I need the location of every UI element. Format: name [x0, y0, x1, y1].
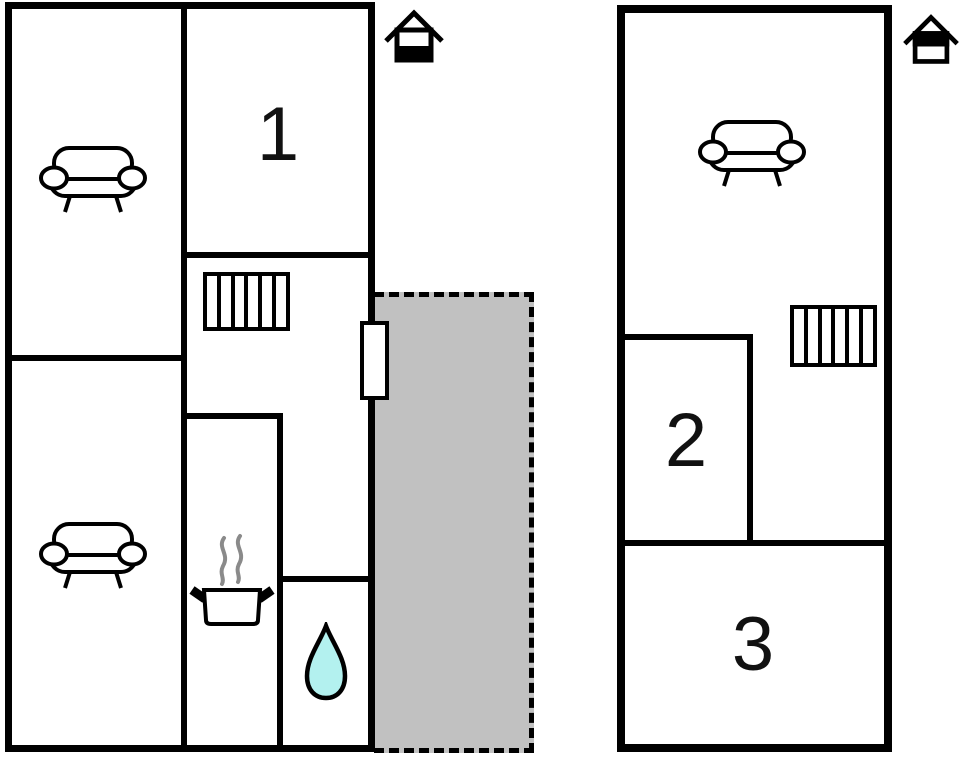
house-ground-floor-icon [383, 8, 445, 64]
radiator-cell [794, 309, 804, 363]
wall-kitchen-right [277, 413, 283, 752]
radiator-icon [203, 272, 290, 331]
radiator-cell [803, 309, 818, 363]
wall-room1-bottom [181, 252, 375, 258]
radiator-cell [859, 309, 873, 363]
radiator-cell [258, 276, 273, 327]
wall-left-rooms-divider [5, 355, 187, 361]
door-icon [360, 321, 389, 400]
room-1-label: 1 [256, 92, 300, 177]
left-building-wall-left [5, 2, 12, 752]
steam-line [219, 536, 228, 586]
radiator-cell [216, 276, 231, 327]
water-drop-icon [303, 622, 349, 702]
wall-room2-right [747, 334, 753, 546]
right-building-wall-left [617, 5, 625, 752]
radiator-cell [207, 276, 217, 327]
left-building-wall-top [5, 2, 375, 9]
radiator-cell [817, 309, 832, 363]
terrace-area [374, 292, 534, 753]
left-building-wall-bottom [5, 745, 375, 752]
sofa-icon [38, 146, 148, 216]
wall-bathroom-top [277, 576, 375, 582]
radiator-icon [790, 305, 877, 367]
sofa-icon [697, 120, 807, 190]
radiator-cell [230, 276, 245, 327]
room-2-label: 2 [664, 398, 708, 483]
right-building-wall-bottom [617, 744, 892, 752]
radiator-cell [845, 309, 860, 363]
wall-kitchen-top [181, 413, 283, 419]
radiator-cell [244, 276, 259, 327]
radiator-cell [272, 276, 286, 327]
house-upper-floor-icon [902, 12, 960, 66]
water-drop-shape [304, 622, 348, 701]
cooking-pot-icon [188, 532, 276, 628]
wall-room2-top [617, 334, 753, 340]
wall-room3-top [617, 540, 892, 546]
right-building-wall-top [617, 5, 892, 13]
sofa-icon [38, 522, 148, 592]
right-building-wall-right [884, 5, 892, 752]
room-3-label: 3 [731, 602, 775, 687]
wall-main-vertical [181, 2, 187, 752]
radiator-cell [831, 309, 846, 363]
steam-line [235, 534, 244, 584]
